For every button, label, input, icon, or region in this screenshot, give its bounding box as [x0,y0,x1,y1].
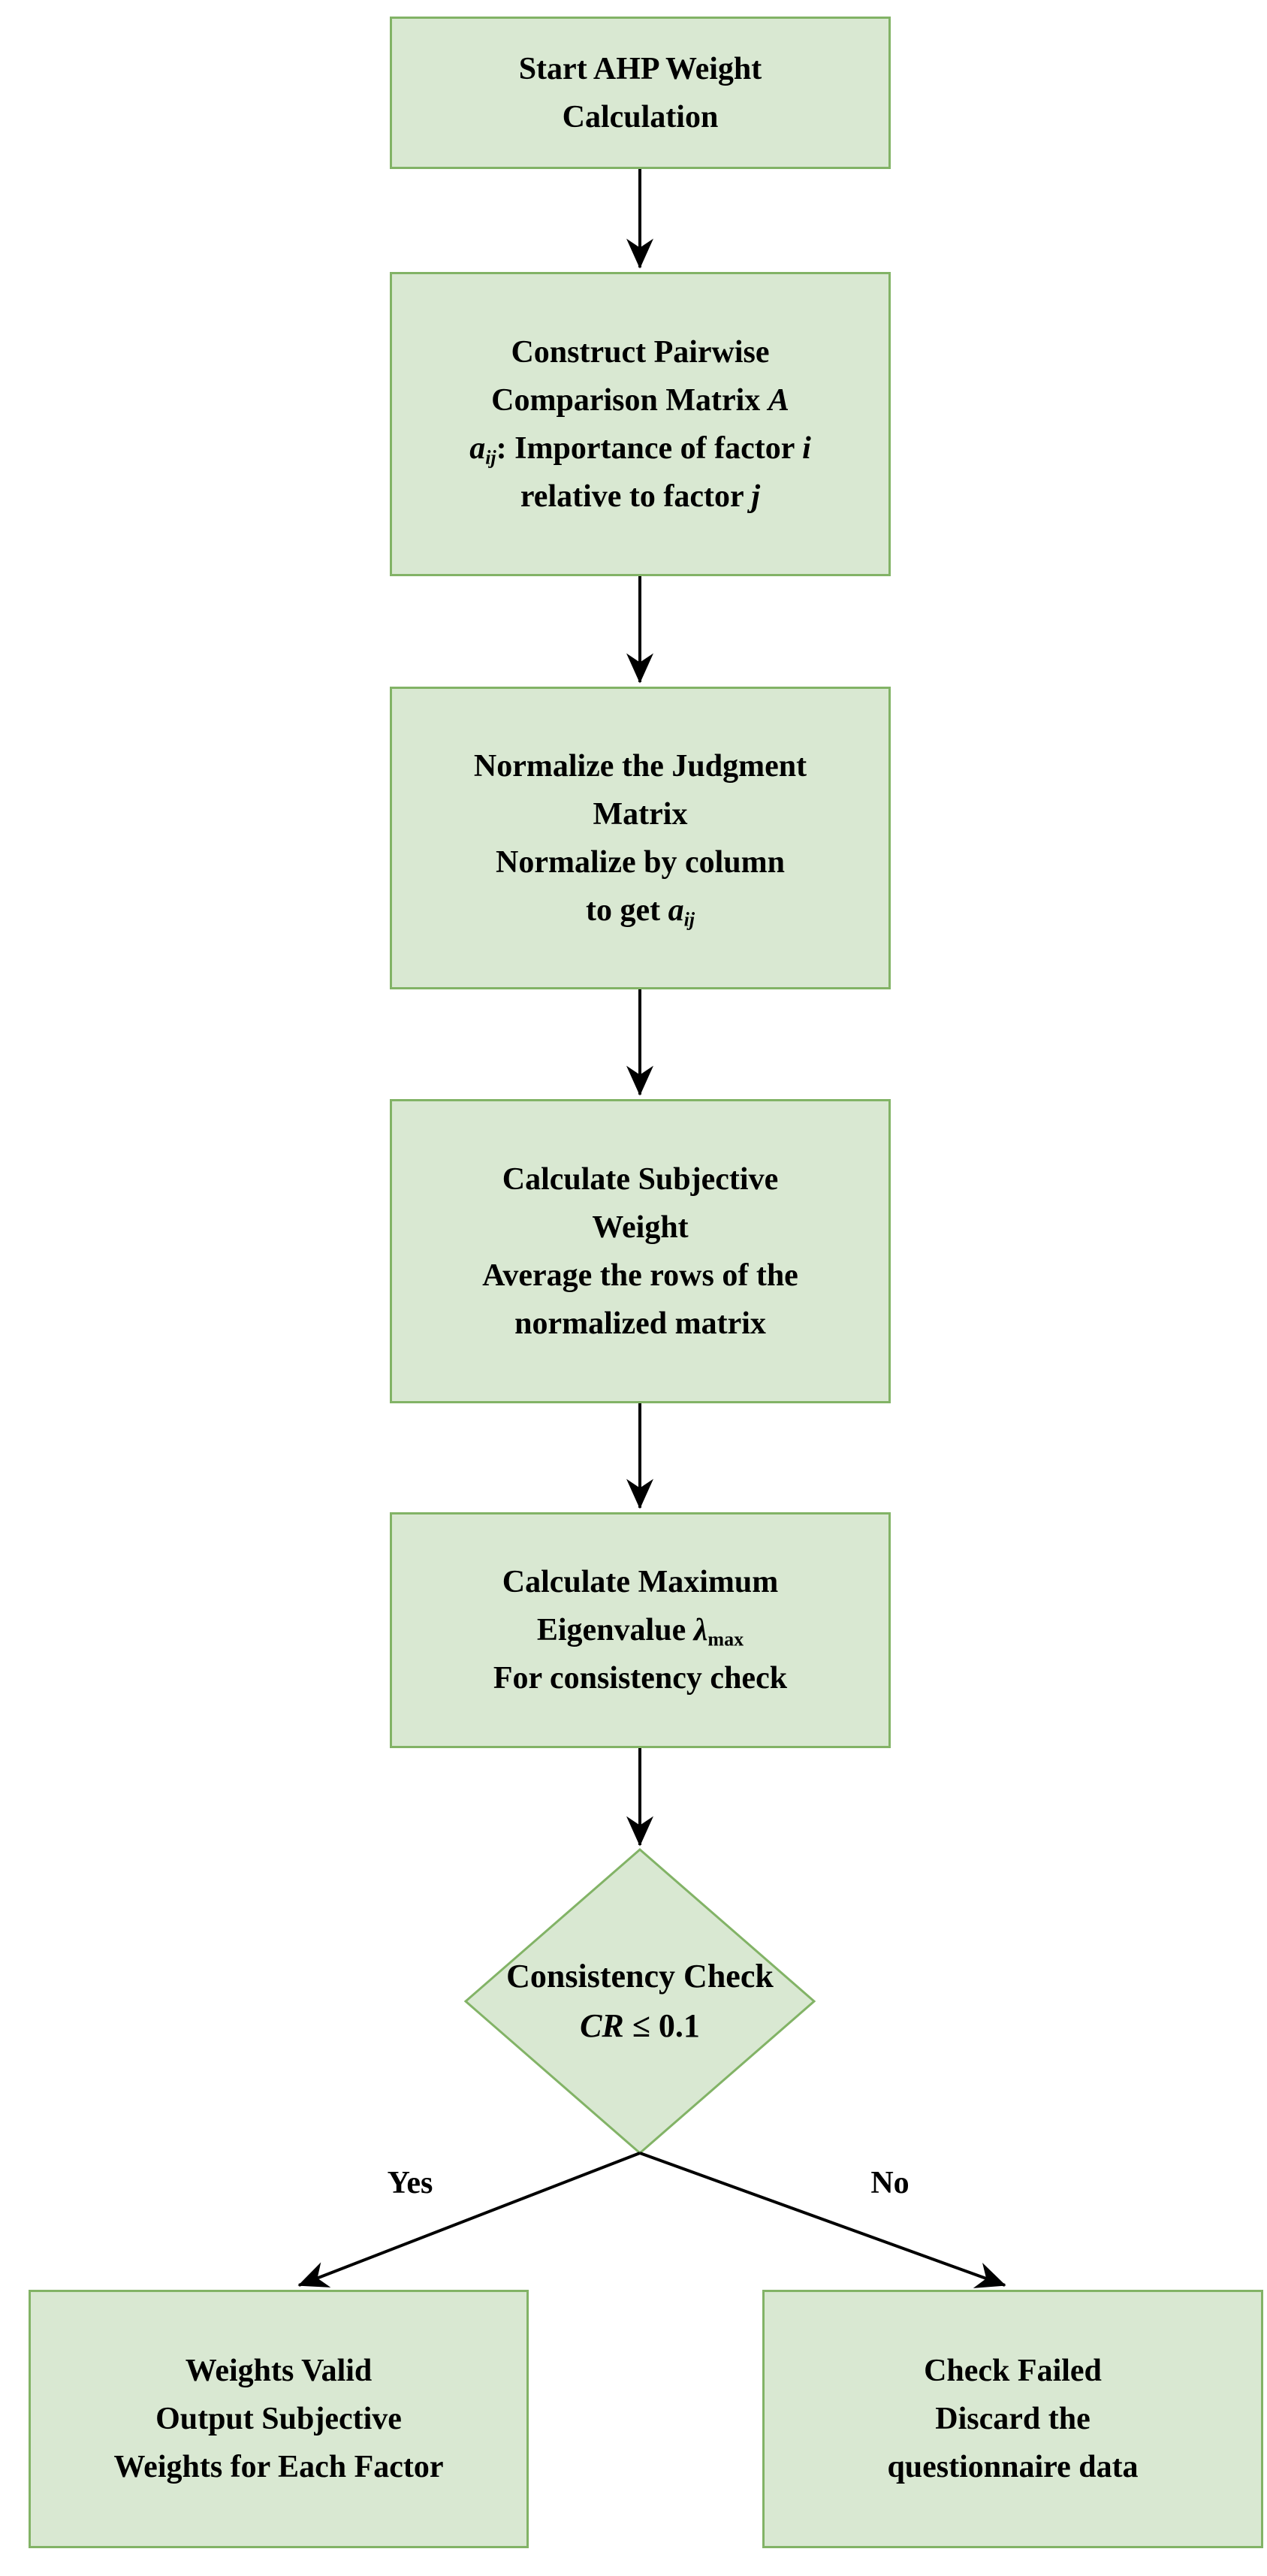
node-text-line: Consistency Check [506,1958,774,1995]
node-text-line: Discard the [935,2402,1091,2436]
node-text-line: Calculate Subjective [502,1161,779,1197]
node-text-line: Eigenvalue λmax [536,1613,744,1650]
branch-label-yes: Yes [387,2166,433,2200]
node-text-line: questionnaire data [887,2450,1139,2484]
node-text-line: Output Subjective [155,2402,402,2436]
node-text-line: Calculate Maximum [502,1565,779,1599]
arrow-yes-branch [297,2152,641,2288]
node-text-line: Comparison Matrix A [491,382,789,418]
node-start-ahp-weight-calculation: Start AHP Weight Calculation [390,17,891,169]
node-text-line: aij: Importance of factor i [469,430,811,468]
node-text-line: Start AHP Weight [518,51,762,86]
node-text-line: Matrix [593,796,688,832]
node-construct-pairwise-matrix: Construct Pairwise Comparison Matrix A a… [390,272,891,576]
node-text-line: normalized matrix [514,1306,766,1341]
node-text-line: Weights for Each Factor [113,2450,444,2484]
node-check-failed-discard: Check Failed Discard the questionnaire d… [762,2290,1263,2548]
node-text-line: Normalize the Judgment [473,748,807,784]
node-text-line: Normalize by column [496,844,785,880]
node-text-line: Check Failed [924,2354,1102,2388]
node-text-line: CR ≤ 0.1 [580,2007,700,2044]
node-consistency-check-decision: Consistency Check CR ≤ 0.1 [466,1851,814,2152]
node-text-line: relative to factor j [520,479,761,514]
node-weights-valid-output: Weights Valid Output Subjective Weights … [29,2290,529,2548]
arrow-no-branch [639,2152,1006,2288]
node-text-line: Construct Pairwise [511,334,770,370]
node-text-line: Calculation [562,99,719,134]
node-text-line: Average the rows of the [482,1258,798,1293]
node-normalize-judgment-matrix: Normalize the Judgment Matrix Normalize … [390,687,891,989]
branch-label-no: No [870,2166,910,2200]
node-calculate-subjective-weight: Calculate Subjective Weight Average the … [390,1099,891,1403]
node-text-line: to get aij [585,892,695,930]
node-calculate-max-eigenvalue: Calculate Maximum Eigenvalue λmax For co… [390,1512,891,1748]
node-text-line: Weight [592,1209,689,1245]
node-text-line: Weights Valid [185,2354,373,2388]
node-text-line: For consistency check [493,1661,788,1696]
